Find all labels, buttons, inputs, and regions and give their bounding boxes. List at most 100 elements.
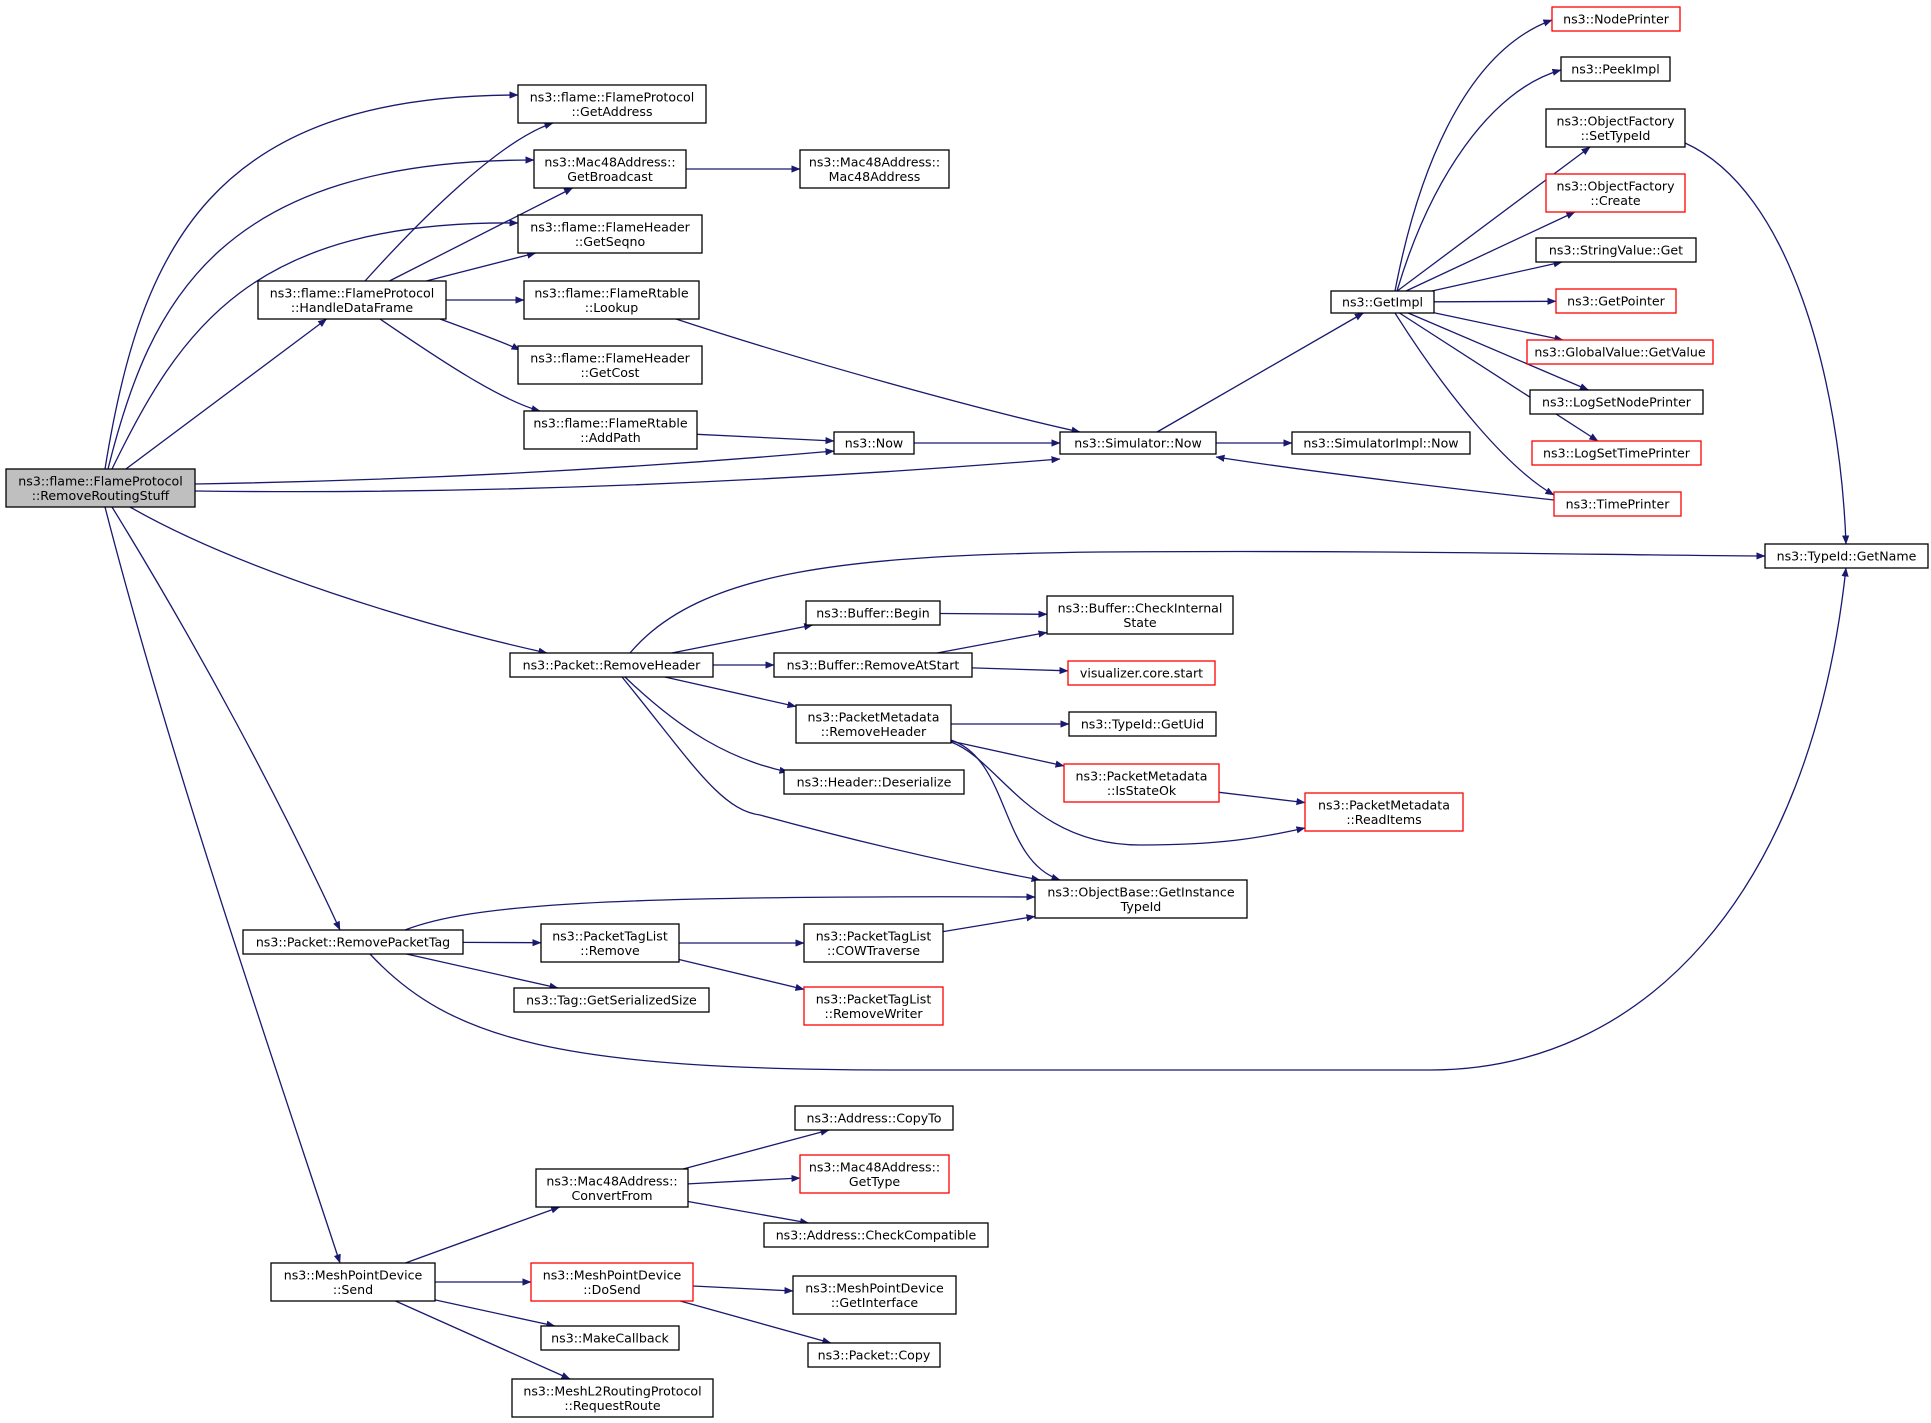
- function-node-hdr-deserialize[interactable]: ns3::Header::Deserialize: [783, 769, 965, 795]
- function-node-ml2-reqroute[interactable]: ns3::MeshL2RoutingProtocol::RequestRoute: [511, 1378, 714, 1418]
- function-node-mpd-dosend[interactable]: ns3::MeshPointDevice::DoSend: [530, 1262, 694, 1302]
- node-box: [540, 923, 680, 963]
- function-node-typeid-getname[interactable]: ns3::TypeId::GetName: [1764, 543, 1929, 569]
- node-label-line: ns3::LogSetTimePrinter: [1543, 446, 1691, 461]
- function-node-addr-check[interactable]: ns3::Address::CheckCompatible: [763, 1222, 989, 1248]
- node-box: [1526, 339, 1714, 365]
- function-node-nodeprinter[interactable]: ns3::NodePrinter: [1551, 6, 1681, 32]
- function-node-mpd-send[interactable]: ns3::MeshPointDevice::Send: [270, 1262, 436, 1302]
- function-node-root[interactable]: ns3::flame::FlameProtocol::RemoveRouting…: [5, 468, 196, 508]
- node-box: [540, 1325, 680, 1351]
- node-label-line: ns3::Mac48Address::: [546, 1173, 677, 1188]
- function-node-pkt-removeheader[interactable]: ns3::Packet::RemoveHeader: [509, 652, 714, 678]
- function-node-logsettime[interactable]: ns3::LogSetTimePrinter: [1531, 440, 1702, 466]
- node-label-line: ns3::PacketMetadata: [808, 709, 940, 724]
- function-node-pm-isstateok[interactable]: ns3::PacketMetadata::IsStateOk: [1063, 763, 1220, 803]
- function-node-fp-handle[interactable]: ns3::flame::FlameProtocol::HandleDataFra…: [257, 280, 447, 320]
- call-edge-sim_now-to-getimpl: [1156, 312, 1364, 433]
- node-box: [535, 1168, 689, 1208]
- call-edge-pkt_removetag-to-typeid_getname: [369, 567, 1849, 1071]
- node-box: [1555, 288, 1677, 314]
- function-node-pkt-removetag[interactable]: ns3::Packet::RemovePacketTag: [242, 929, 464, 955]
- node-label-line: ::COWTraverse: [827, 943, 920, 958]
- call-edge-getimpl-to-nodeprinter: [1394, 19, 1553, 292]
- call-edge-timeprinter-to-sim_now: [1215, 454, 1555, 501]
- function-node-typeid-getuid[interactable]: ns3::TypeId::GetUid: [1068, 711, 1217, 737]
- node-box: [1063, 763, 1220, 803]
- function-node-ptl-cow[interactable]: ns3::PacketTagList::COWTraverse: [803, 923, 944, 963]
- call-edge-fp_handle-to-fp_getaddr: [364, 122, 554, 282]
- node-label-line: ns3::TimePrinter: [1566, 497, 1671, 512]
- function-node-fh-cost[interactable]: ns3::flame::FlameHeader::GetCost: [517, 345, 703, 385]
- function-node-makecallback[interactable]: ns3::MakeCallback: [540, 1325, 680, 1351]
- node-label-line: ::IsStateOk: [1107, 783, 1177, 798]
- node-label-line: ns3::LogSetNodePrinter: [1542, 395, 1692, 410]
- function-node-pm-readitems[interactable]: ns3::PacketMetadata::ReadItems: [1304, 792, 1464, 832]
- node-box: [1551, 6, 1681, 32]
- function-node-sim-now[interactable]: ns3::Simulator::Now: [1059, 431, 1217, 455]
- function-node-mac-gettype[interactable]: ns3::Mac48Address::GetType: [799, 1154, 950, 1194]
- function-node-fr-lookup[interactable]: ns3::flame::FlameRtable::Lookup: [523, 280, 700, 320]
- function-node-buf-removeatstart[interactable]: ns3::Buffer::RemoveAtStart: [773, 652, 973, 678]
- function-node-pm-removeheader[interactable]: ns3::PacketMetadata::RemoveHeader: [795, 704, 952, 744]
- call-edge-root-to-pkt_removeheader: [129, 506, 548, 655]
- node-box: [523, 410, 698, 450]
- function-node-buf-begin[interactable]: ns3::Buffer::Begin: [805, 600, 941, 626]
- node-label-line: ns3::GlobalValue::GetValue: [1534, 345, 1706, 360]
- function-node-getimpl[interactable]: ns3::GetImpl: [1330, 290, 1435, 314]
- node-label-line: ::ReadItems: [1346, 812, 1421, 827]
- node-box: [517, 214, 703, 254]
- function-node-logsetnode[interactable]: ns3::LogSetNodePrinter: [1529, 389, 1704, 415]
- call-edge-buf_removeatstart-to-viz_start: [971, 666, 1069, 675]
- node-label-line: ::RemoveRoutingStuff: [32, 488, 170, 503]
- function-node-mpd-getif[interactable]: ns3::MeshPointDevice::GetInterface: [792, 1275, 957, 1315]
- node-box: [794, 1105, 954, 1131]
- function-node-timeprinter[interactable]: ns3::TimePrinter: [1553, 491, 1682, 517]
- function-node-getpointer[interactable]: ns3::GetPointer: [1555, 288, 1677, 314]
- function-node-peekimpl[interactable]: ns3::PeekImpl: [1560, 56, 1671, 82]
- node-box: [509, 652, 714, 678]
- call-edge-ptl_cow-to-ob_getinst: [942, 914, 1036, 933]
- node-box: [270, 1262, 436, 1302]
- node-label-line: Mac48Address: [829, 169, 921, 184]
- function-node-now[interactable]: ns3::Now: [833, 431, 915, 455]
- call-edge-mpd_dosend-to-mpd_getif: [692, 1285, 794, 1295]
- node-label-line: State: [1123, 615, 1157, 630]
- function-node-mac-convert[interactable]: ns3::Mac48Address::ConvertFrom: [535, 1168, 689, 1208]
- node-box: [1304, 792, 1464, 832]
- function-node-ptl-removewriter[interactable]: ns3::PacketTagList::RemoveWriter: [803, 986, 944, 1026]
- function-node-fr-addpath[interactable]: ns3::flame::FlameRtable::AddPath: [523, 410, 698, 450]
- call-edge-pkt_removeheader-to-hdr_deserialize: [624, 676, 789, 774]
- function-node-of-create[interactable]: ns3::ObjectFactory::Create: [1545, 173, 1686, 213]
- node-label-line: ConvertFrom: [572, 1188, 653, 1203]
- function-node-fp-getaddr[interactable]: ns3::flame::FlameProtocol::GetAddress: [517, 84, 707, 124]
- node-label-line: ns3::ObjectFactory: [1556, 113, 1675, 128]
- node-box: [1529, 389, 1704, 415]
- function-node-sv-get[interactable]: ns3::StringValue::Get: [1535, 237, 1697, 263]
- node-label-line: ::Send: [333, 1282, 373, 1297]
- function-node-ptl-remove[interactable]: ns3::PacketTagList::Remove: [540, 923, 680, 963]
- node-box: [523, 280, 700, 320]
- function-node-fh-seqno[interactable]: ns3::flame::FlameHeader::GetSeqno: [517, 214, 703, 254]
- node-label-line: ns3::Now: [845, 436, 903, 451]
- function-node-mac-ctor[interactable]: ns3::Mac48Address::Mac48Address: [799, 149, 950, 189]
- node-label-line: ns3::StringValue::Get: [1549, 243, 1683, 258]
- call-edge-buf_removeatstart-to-buf_check: [936, 630, 1048, 654]
- node-box: [1545, 173, 1686, 213]
- node-box: [513, 987, 710, 1013]
- node-label-line: ns3::Simulator::Now: [1074, 436, 1202, 451]
- node-box: [1764, 543, 1929, 569]
- function-node-mac-bcast[interactable]: ns3::Mac48Address::GetBroadcast: [533, 149, 687, 189]
- function-node-gv-getvalue[interactable]: ns3::GlobalValue::GetValue: [1526, 339, 1714, 365]
- function-node-pkt-copy[interactable]: ns3::Packet::Copy: [807, 1342, 941, 1368]
- function-node-addr-copyto[interactable]: ns3::Address::CopyTo: [794, 1105, 954, 1131]
- function-node-viz-start[interactable]: visualizer.core.start: [1067, 660, 1216, 686]
- node-box: [799, 149, 950, 189]
- function-node-tag-size[interactable]: ns3::Tag::GetSerializedSize: [513, 987, 710, 1013]
- function-node-simimpl-now[interactable]: ns3::SimulatorImpl::Now: [1291, 431, 1471, 455]
- node-label-line: ::Remove: [580, 943, 640, 958]
- call-edge-fr_lookup-to-sim_now: [675, 318, 1081, 434]
- function-node-of-settypeid[interactable]: ns3::ObjectFactory::SetTypeId: [1545, 108, 1686, 148]
